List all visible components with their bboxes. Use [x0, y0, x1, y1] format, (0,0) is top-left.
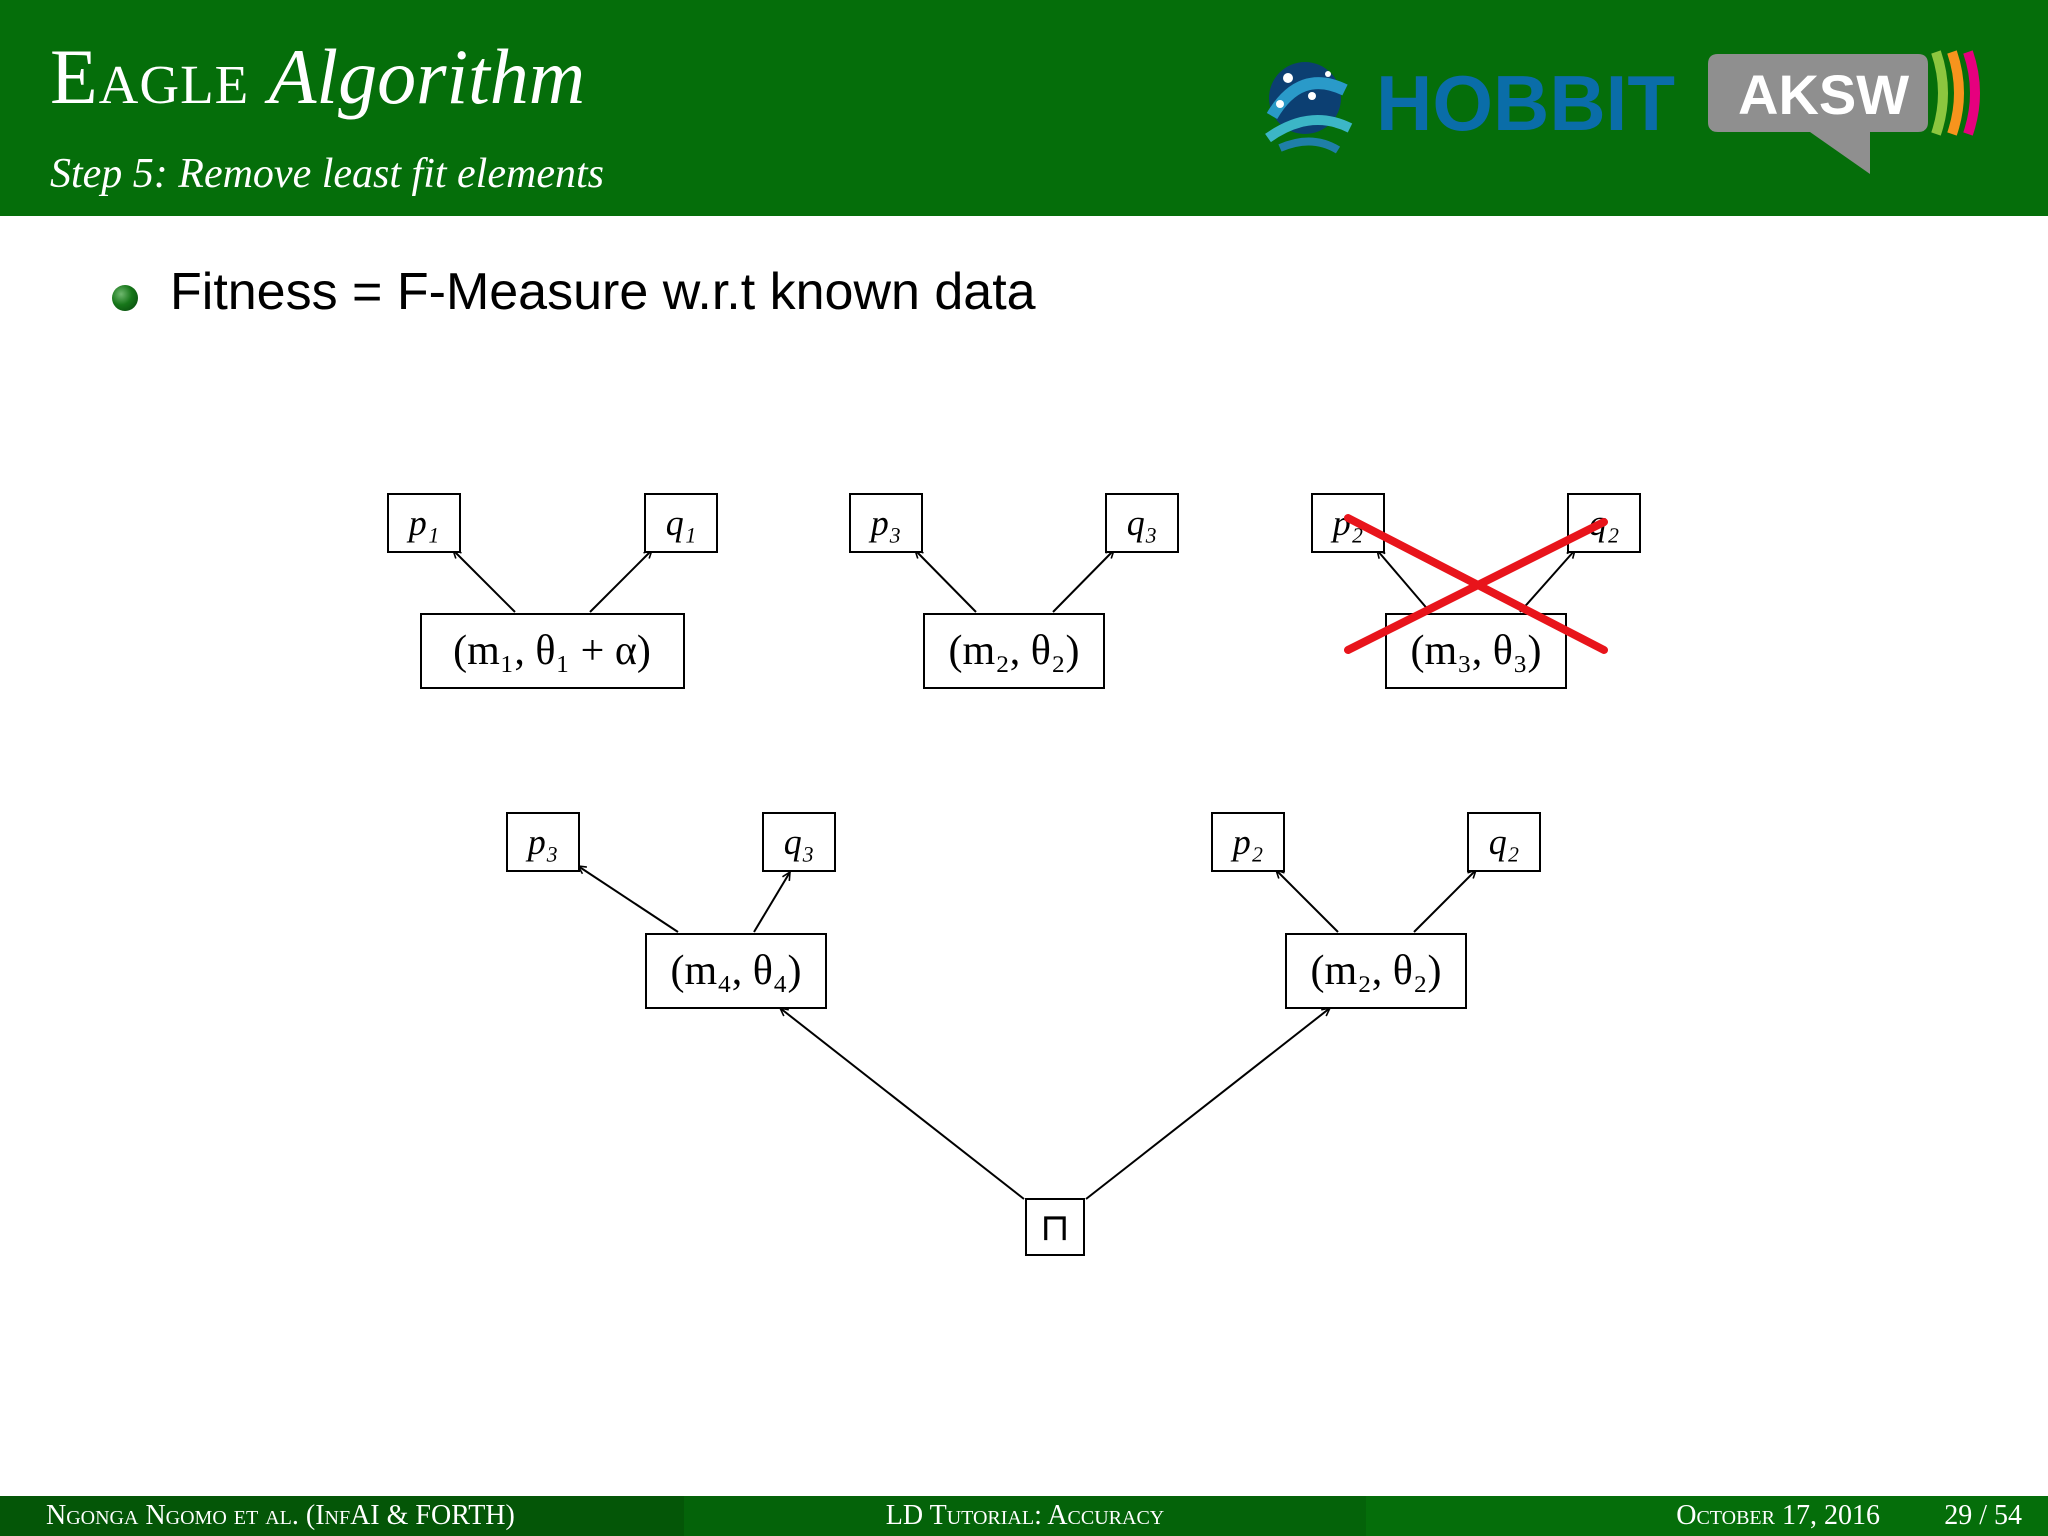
leaf-box: [1311, 493, 1385, 553]
edge: [1519, 550, 1575, 613]
hobbit-logo: HOBBIT: [1265, 59, 1675, 154]
leaf-label: q₃: [784, 822, 815, 862]
edge: [753, 872, 790, 933]
footer-date-page: October 17, 2016 29 / 54: [1366, 1496, 2048, 1536]
node-box: [420, 613, 685, 689]
bullet-marker: [112, 285, 138, 311]
bullet-text: Fitness = F-Measure w.r.t known data: [170, 263, 1036, 321]
edge: [1085, 1008, 1330, 1200]
node-label: (m₃, θ₃): [1410, 628, 1541, 674]
node-box: [645, 933, 827, 1009]
leaf-label: p₁: [406, 503, 440, 543]
aksw-wordmark: AKSW: [1738, 63, 1909, 126]
aksw-logo: AKSW: [1708, 50, 1980, 174]
leaf-box: [506, 812, 580, 872]
footer-date: October 17, 2016: [1676, 1500, 1880, 1531]
leaf-label: p₃: [525, 822, 559, 862]
remove-cross-icon: [1344, 514, 1608, 654]
footer-page-number: 29 / 54: [1944, 1500, 2022, 1531]
footer-authors: Ngonga Ngomo et al. (InfAI & FORTH): [0, 1496, 684, 1536]
edge: [453, 550, 516, 613]
leaf-label: q₁: [666, 503, 697, 543]
title-emphasis: Algorithm: [268, 33, 586, 120]
hobbit-emblem-icon: [1265, 62, 1353, 154]
node-label: (m₁, θ₁ + α): [453, 628, 651, 674]
node-box: [1285, 933, 1467, 1009]
leaf-label: p₃: [868, 503, 902, 543]
node-label: (m₂, θ₂): [948, 628, 1079, 674]
leaf-box: [387, 493, 461, 553]
title-main: Eagle: [50, 33, 250, 120]
logo-group: HOBBIT AKSW: [1265, 50, 1980, 174]
leaf-label: q₃: [1127, 503, 1158, 543]
leaf-box: [762, 812, 836, 872]
bottom-tree: p₃ q₃ (m₄, θ₄) p₂ q₂ (m₂, θ₂) ⊓: [506, 812, 1541, 1256]
edge: [578, 866, 679, 933]
node-box: [923, 613, 1105, 689]
root-box: [1025, 1198, 1085, 1256]
slide-header: Eagle Algorithm Step 5: Remove least fit…: [0, 0, 2048, 216]
leaf-label: p₂: [1230, 822, 1264, 862]
footer-talk-title: LD Tutorial: Accuracy: [684, 1496, 1366, 1536]
meet-operator: ⊓: [1040, 1205, 1070, 1249]
edge: [780, 1008, 1025, 1200]
edge: [1052, 550, 1114, 613]
node-box: [1385, 613, 1567, 689]
leaf-box: [849, 493, 923, 553]
top-tree-3-removed: p₂ q₂ (m₃, θ₃): [1311, 493, 1641, 689]
slide-title: Eagle Algorithm: [50, 38, 585, 116]
edge: [1276, 870, 1339, 933]
leaf-box: [1211, 812, 1285, 872]
node-label: (m₄, θ₄): [670, 948, 801, 994]
edge: [1413, 870, 1476, 933]
leaf-box: [1467, 812, 1541, 872]
top-tree-2: p₃ q₃ (m₂, θ₂): [849, 493, 1179, 689]
hobbit-wordmark: HOBBIT: [1376, 59, 1675, 147]
slide-subtitle: Step 5: Remove least fit elements: [50, 151, 604, 197]
footer-authors-text: Ngonga Ngomo et al. (InfAI & FORTH): [46, 1500, 515, 1531]
edge: [589, 550, 652, 613]
top-tree-1: p₁ q₁ (m₁, θ₁ + α): [387, 493, 718, 689]
edge: [1377, 550, 1431, 613]
edge: [915, 550, 977, 613]
leaf-box: [644, 493, 718, 553]
node-label: (m₂, θ₂): [1310, 948, 1441, 994]
leaf-box: [1105, 493, 1179, 553]
leaf-label: q₂: [1489, 822, 1520, 862]
